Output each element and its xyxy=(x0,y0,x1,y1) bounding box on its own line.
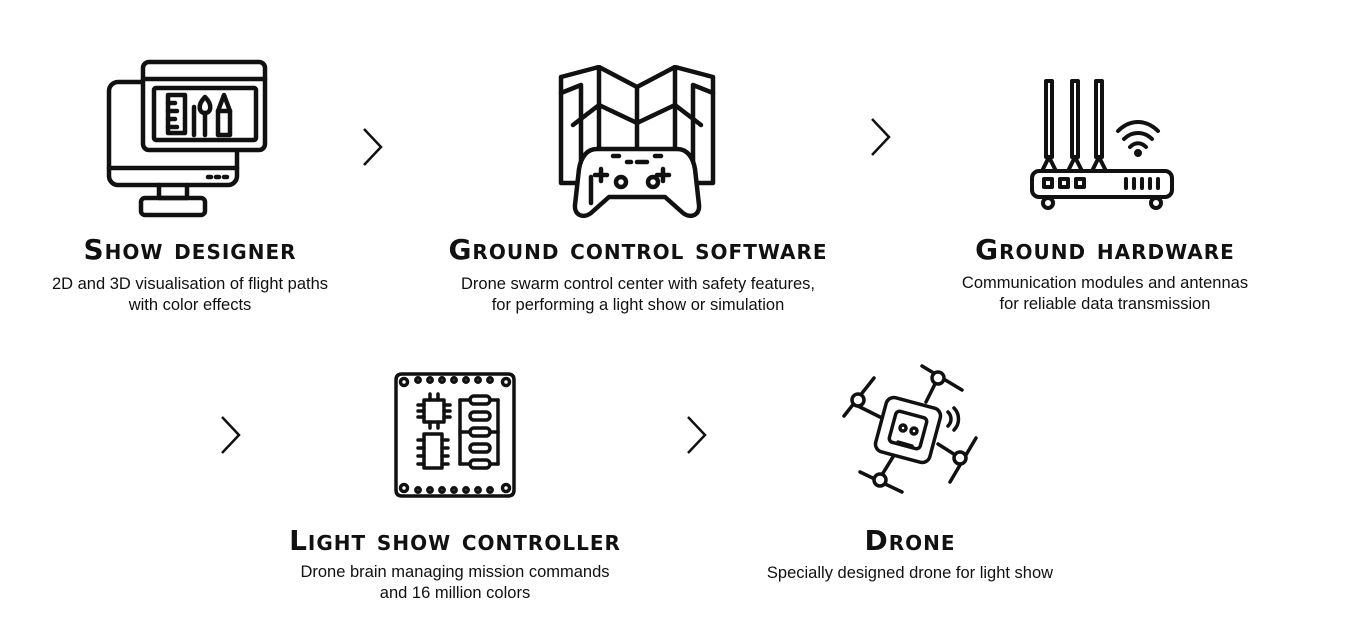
monitor-design-icon xyxy=(105,55,270,220)
chevron-right-icon xyxy=(360,127,386,167)
step-description: Specially designed drone for light show xyxy=(766,564,1054,582)
map-gamepad-icon xyxy=(553,65,723,230)
quadcopter-icon xyxy=(840,360,985,500)
circuit-board-icon xyxy=(390,370,520,500)
step-ground-control-software: Ground control software Drone swarm cont… xyxy=(418,55,858,325)
step-description: Drone swarm control center with safety f… xyxy=(461,275,815,314)
step-light-show-controller: Light show controller Drone brain managi… xyxy=(265,370,645,610)
chevron-right-icon xyxy=(218,415,244,455)
step-title: Ground control software xyxy=(448,233,828,266)
step-ground-hardware: Ground hardware Communication modules an… xyxy=(935,55,1275,325)
chevron-right-icon xyxy=(684,415,710,455)
step-show-designer: Show designer 2D and 3D visualisation of… xyxy=(20,55,360,325)
chevron-right-icon xyxy=(868,117,894,157)
step-drone: Drone Specially designed drone for light… xyxy=(740,360,1080,600)
step-title: Light show controller xyxy=(289,524,621,557)
step-title: Ground hardware xyxy=(975,233,1235,266)
router-antenna-icon xyxy=(1030,75,1180,215)
step-description: 2D and 3D visualisation of flight paths … xyxy=(51,275,329,314)
step-description: Drone brain managing mission commands an… xyxy=(300,563,610,602)
step-description: Communication modules and antennas for r… xyxy=(961,274,1249,313)
step-title: Drone xyxy=(864,524,956,557)
step-title: Show designer xyxy=(83,233,297,266)
